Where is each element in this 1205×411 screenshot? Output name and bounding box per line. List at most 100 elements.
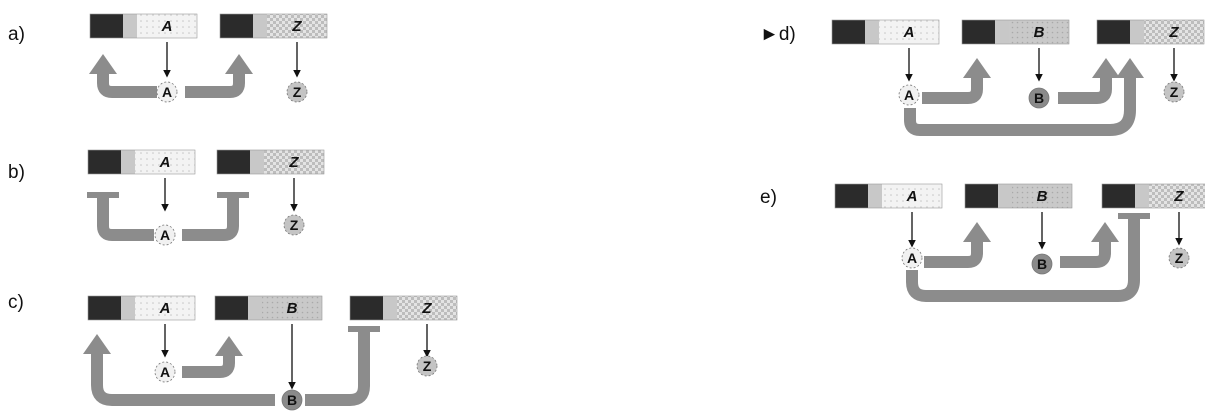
gene-z-block	[267, 14, 327, 38]
promoter-block	[215, 296, 248, 320]
product-z-circle	[1168, 247, 1190, 269]
gene-a-label: A	[906, 188, 918, 205]
promoter-block	[88, 296, 121, 320]
product-z-circle	[416, 355, 438, 377]
gene-b-block	[262, 296, 322, 320]
repression-arrow-1	[305, 330, 370, 406]
option-label-d: ►d)	[760, 24, 796, 45]
promoter-block	[832, 20, 865, 44]
product-z-label: Z	[290, 217, 299, 233]
product-a-label: A	[907, 250, 917, 266]
gene-z-label: Z	[291, 18, 302, 35]
gene-b-option-e: B	[964, 183, 1073, 209]
product-a-option-e: A	[901, 247, 923, 269]
product-a-option-d: A	[898, 84, 920, 106]
gene-a-block	[137, 14, 197, 38]
gene-a-option-c: A	[87, 295, 196, 321]
promoter-block	[1097, 20, 1130, 44]
gene-a-option-e: A	[834, 183, 943, 209]
product-b-label: B	[1037, 256, 1047, 272]
promoter-block	[88, 150, 121, 174]
repression-arrow-1	[906, 218, 1140, 302]
operator-block	[1135, 184, 1149, 208]
product-z-option-e: Z	[1168, 247, 1190, 269]
activation-arrow-2	[1058, 72, 1112, 104]
gene-z-option-b: Z	[216, 149, 325, 175]
product-z-circle	[1163, 81, 1185, 103]
promoter-block	[90, 14, 123, 38]
product-z-circle	[286, 81, 308, 103]
product-b-circle	[1031, 253, 1053, 275]
gene-b-label: B	[1034, 24, 1045, 41]
promoter-block	[350, 296, 383, 320]
product-z-option-c: Z	[416, 355, 438, 377]
gene-z-block	[1144, 20, 1204, 44]
operator-block	[121, 296, 135, 320]
gene-a-block	[879, 20, 939, 44]
product-b-circle	[281, 389, 303, 411]
activation-arrow-2	[1060, 236, 1111, 268]
activation-arrowhead-1	[963, 222, 991, 242]
activation-arrowhead-3	[1116, 58, 1144, 78]
operator-block	[1130, 20, 1144, 44]
operator-block	[250, 150, 264, 174]
operator-block	[123, 14, 137, 38]
promoter-block	[962, 20, 995, 44]
repression-bar-1	[348, 326, 380, 332]
gene-z-option-c: Z	[349, 295, 458, 321]
gene-b-label: B	[287, 300, 298, 317]
gene-a-block	[882, 184, 942, 208]
operator-block	[868, 184, 882, 208]
gene-a-block	[135, 150, 195, 174]
product-a-circle	[156, 81, 178, 103]
product-a-option-b: A	[154, 224, 176, 246]
gene-z-option-e: Z	[1101, 183, 1205, 209]
product-a-circle	[901, 247, 923, 269]
product-a-circle	[154, 224, 176, 246]
product-z-circle	[283, 214, 305, 236]
repression-arrow-1	[97, 196, 154, 241]
gene-b-block	[1012, 184, 1072, 208]
product-b-option-e: B	[1031, 253, 1053, 275]
product-z-option-b: Z	[283, 214, 305, 236]
gene-b-label: B	[1037, 188, 1048, 205]
gene-a-label: A	[161, 18, 173, 35]
gene-a-option-a: A	[89, 13, 198, 39]
operator-block	[248, 296, 262, 320]
selected-marker-icon: ►	[760, 24, 779, 45]
promoter-block	[835, 184, 868, 208]
activation-arrowhead-2	[225, 54, 253, 74]
activation-arrowhead-1	[963, 58, 991, 78]
operator-block	[865, 20, 879, 44]
activation-arrowhead-2	[83, 334, 111, 354]
repression-arrow-2	[182, 196, 239, 241]
activation-arrow-3	[904, 72, 1136, 136]
activation-arrow-1	[182, 350, 235, 378]
product-a-label: A	[160, 364, 170, 380]
product-z-label: Z	[293, 84, 302, 100]
product-a-label: A	[904, 87, 914, 103]
gene-z-option-a: Z	[219, 13, 328, 39]
activation-arrow-2	[185, 68, 245, 98]
product-z-option-d: Z	[1163, 81, 1185, 103]
operator-block	[995, 20, 1009, 44]
activation-arrow-1	[924, 236, 983, 268]
gene-a-option-d: A	[831, 19, 940, 45]
activation-arrowhead-2	[1092, 58, 1120, 78]
product-a-circle	[154, 361, 176, 383]
gene-a-label: A	[903, 24, 915, 41]
activation-arrowhead-1	[215, 336, 243, 356]
operator-block	[998, 184, 1012, 208]
option-label-e: e)	[760, 187, 777, 208]
product-a-option-a: A	[156, 81, 178, 103]
operator-block	[253, 14, 267, 38]
activation-arrow-2	[91, 348, 275, 406]
activation-arrow-1	[922, 72, 983, 104]
option-label-a: a)	[8, 24, 25, 45]
product-b-option-d: B	[1028, 87, 1050, 109]
gene-z-label: Z	[421, 300, 432, 317]
promoter-block	[220, 14, 253, 38]
promoter-block	[217, 150, 250, 174]
gene-b-block	[1009, 20, 1069, 44]
